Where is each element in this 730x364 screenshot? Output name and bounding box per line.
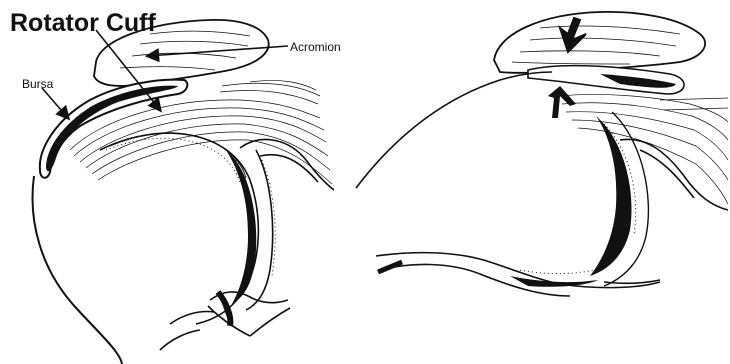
left-shoulder-diagram: Rotator Cuff Acromion Bursa [10, 9, 341, 364]
bursa-label: Bursa [22, 77, 54, 91]
scapula-left [160, 139, 334, 350]
humeral-head-left [33, 133, 259, 364]
acromion-bone-right [494, 12, 705, 73]
bursa-compressed [528, 66, 684, 94]
rotator-cuff-label: Rotator Cuff [10, 9, 156, 37]
acromion-label: Acromion [290, 40, 341, 54]
bursa-sac [40, 80, 188, 178]
rotator-cuff-tendon-right [560, 94, 728, 204]
bursa-pointer [42, 88, 68, 118]
glenoid-cartilage-left [226, 150, 275, 310]
upward-arrow-icon [548, 86, 576, 118]
glenoid-cartilage-right [510, 112, 648, 287]
right-shoulder-diagram [356, 12, 728, 296]
